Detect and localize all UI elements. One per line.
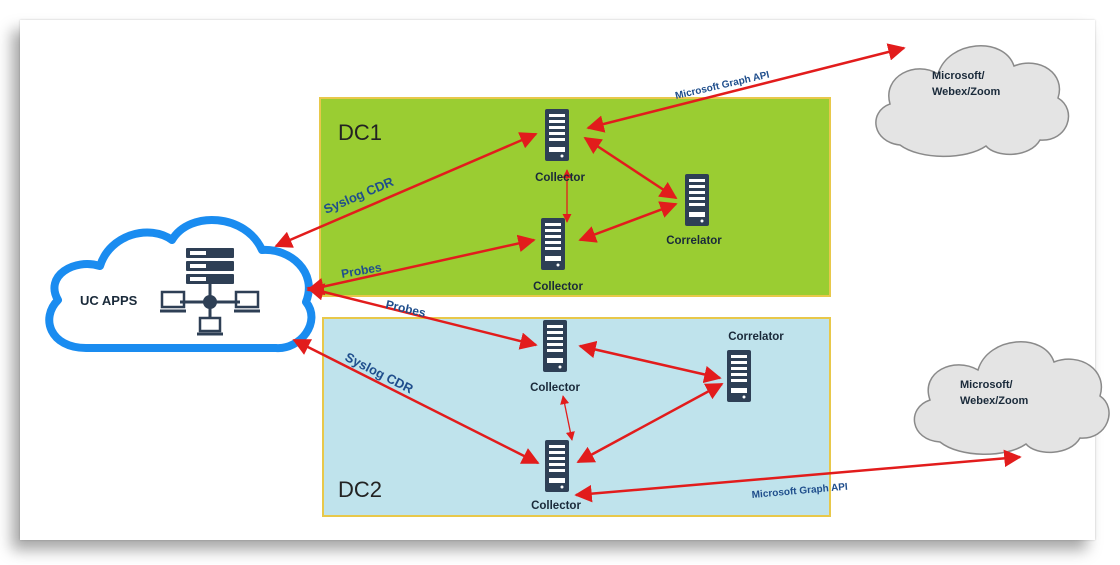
arrow-syslog-dc2 [292,338,540,465]
arrow-dc2-collector-correlator-top [578,340,722,384]
dc1-collector-top-label: Collector [535,172,585,184]
dc1-correlator-label: Correlator [666,235,722,247]
external-cloud-bottom-line1: Microsoft/ [960,379,1013,391]
arrow-graph-api-bottom [574,449,1022,503]
arrow-dc2-collector-correlator-bottom [576,382,724,464]
dc1-collector-bottom-label: Collector [533,281,583,293]
dc1-correlator-server-icon [685,174,709,226]
dc2-correlator-label: Correlator [728,331,784,343]
dc2-label: DC2 [338,477,382,502]
arrow-dc2-collectors [560,395,575,441]
connection-arrows [274,43,1022,503]
dc1-collector-top-server-icon [545,109,569,161]
external-cloud-top-line2: Webex/Zoom [932,86,1000,98]
dc2-collector-top-label: Collector [530,382,580,394]
dc1-zone [319,97,831,297]
arrow-dc1-collector-correlator-top [583,136,678,200]
external-cloud-bottom: Microsoft/ Webex/Zoom [913,341,1110,455]
dc1-collector-bottom-server-icon [541,218,565,270]
arrow-graph-api-top [586,43,906,133]
arrow-probes-dc2 [306,283,538,350]
dc2-collector-bottom-server-icon [545,440,569,492]
network-icon [160,248,260,336]
arrow-probes-dc1 [306,234,536,296]
dc2-zone [322,317,831,517]
dc2-collector-bottom-label: Collector [531,500,581,512]
arrow-syslog-dc1 [274,132,538,248]
external-cloud-top-line1: Microsoft/ [932,70,985,82]
uc-apps-label: UC APPS [80,293,138,308]
dc1-label: DC1 [338,120,382,145]
uc-apps-cloud: UC APPS [45,216,316,353]
dc2-collector-top-server-icon [543,320,567,372]
external-cloud-top: Microsoft/ Webex/Zoom [875,45,1070,158]
external-cloud-bottom-line2: Webex/Zoom [960,395,1028,407]
dc2-correlator-server-icon [727,350,751,402]
probes-dc2-label: Probes [384,297,427,320]
arrow-dc1-collector-correlator-bottom [578,201,678,243]
